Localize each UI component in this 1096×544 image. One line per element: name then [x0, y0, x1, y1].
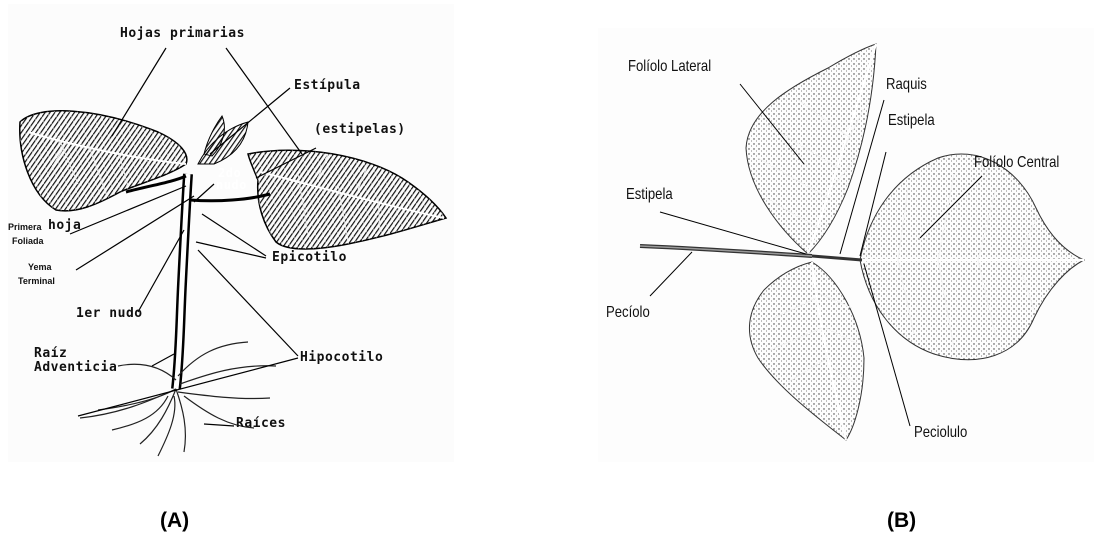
- label-raiz: Raíz: [34, 346, 67, 361]
- label-peciolo: Pecíolo: [606, 304, 650, 322]
- lower-lateral-leaflet: [749, 262, 864, 440]
- rachis: [812, 256, 862, 260]
- caption-b: (B): [887, 509, 916, 533]
- label-1er-nudo: 1er nudo: [76, 306, 143, 321]
- upper-lateral-leaflet: [746, 44, 876, 254]
- label-raices: Raíces: [236, 416, 286, 431]
- central-leaflet: [860, 154, 1084, 360]
- label-yema: Yema: [28, 262, 52, 273]
- caption-a: (A): [160, 509, 189, 533]
- label-hojas-primarias: Hojas primarias: [120, 26, 245, 41]
- label-estipela-left: Estipela: [626, 186, 673, 204]
- label-terminal: Terminal: [18, 276, 55, 287]
- label-hoja: hoja: [48, 218, 81, 233]
- label-adventicia: Adventicia: [34, 360, 117, 375]
- label-foliada: Foliada: [12, 236, 44, 247]
- label-primera: Primera: [8, 222, 42, 233]
- label-peciolulo: Peciolulo: [914, 424, 967, 442]
- label-raquis: Raquis: [886, 76, 927, 94]
- label-foliolo-central: Folíolo Central: [974, 154, 1059, 172]
- bean-seedling-diagram: Hojas primarias Estípula (estipelas) 2do…: [8, 4, 454, 462]
- label-estipula: Estípula: [294, 78, 361, 93]
- trifoliate-leaf-diagram: Folíolo Lateral Raquis Estipela Folíolo …: [598, 28, 1094, 462]
- label-epicotilo: Epicotilo: [272, 250, 347, 265]
- label-hipocotilo: Hipocotilo: [300, 350, 383, 365]
- trifoliate-leaf-illustration: [598, 28, 1094, 462]
- label-foliolo-lateral: Folíolo Lateral: [628, 58, 711, 76]
- label-estipelas: (estipelas): [314, 122, 406, 137]
- seedling-illustration: [8, 4, 454, 462]
- label-estipela-top: Estipela: [888, 112, 935, 130]
- label-nudo: nudo: [216, 178, 247, 192]
